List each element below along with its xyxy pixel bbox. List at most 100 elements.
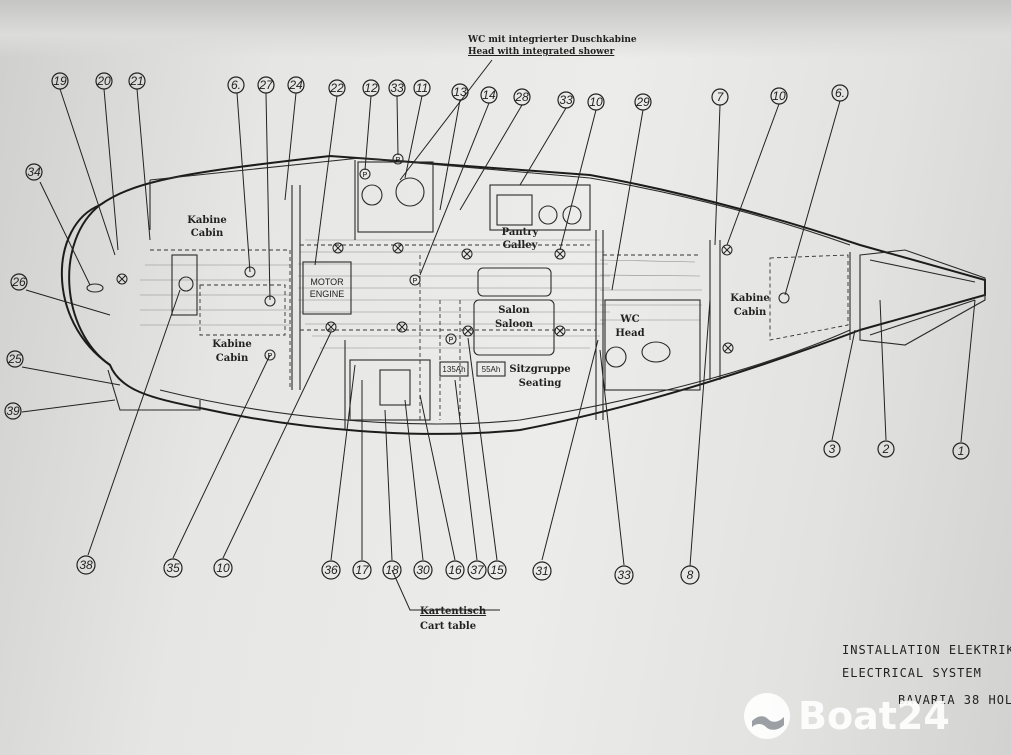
paper-fold-shadow: [0, 0, 1011, 58]
stove: [496, 194, 533, 226]
callout-31: 31: [532, 561, 552, 581]
svg-text:1: 1: [958, 444, 965, 458]
svg-text:31: 31: [535, 564, 548, 578]
callouts-bottom: 38 35 10 36 17 18 30 16 37 15 31 33 8: [76, 555, 700, 585]
label-battery-135: 135Ah: [442, 365, 465, 374]
svg-text:19: 19: [53, 74, 67, 88]
callout-10-fwd: 10: [770, 87, 788, 105]
callout-1: 1: [952, 442, 970, 460]
svg-text:10: 10: [772, 89, 786, 103]
label-kabine-fwd: Kabine: [730, 293, 770, 304]
battery-55-box: [476, 361, 506, 377]
stern-transom: [60, 204, 111, 366]
callout-26: 26: [10, 273, 28, 291]
cart-table-label: Cart table: [420, 621, 477, 632]
svg-text:25: 25: [7, 352, 22, 366]
label-cabin-fwd: Cabin: [734, 307, 767, 318]
callout-20: 20: [95, 72, 113, 90]
callout-27: 27: [257, 76, 275, 94]
svg-text:13: 13: [453, 85, 467, 99]
label-head: Head: [615, 328, 644, 339]
boat24-watermark-text: Boat24: [798, 694, 950, 738]
galley-sink-1: [538, 205, 558, 225]
leader-lines-sides: [21, 181, 976, 443]
svg-text:6.: 6.: [231, 78, 241, 92]
svg-text:22: 22: [329, 81, 344, 95]
svg-text:8: 8: [687, 568, 694, 582]
saloon-table-top: [477, 267, 552, 297]
galley-sink-2: [562, 205, 582, 225]
callouts-left: 34 26 25 39: [4, 163, 43, 420]
label-kabine-aft-bottom: Kabine: [212, 339, 252, 350]
saloon-table: [473, 299, 555, 356]
svg-text:15: 15: [490, 563, 504, 577]
svg-text:24: 24: [288, 78, 303, 92]
label-engine: ENGINE: [310, 289, 345, 299]
title-line-3: BAVARIA 38 HOLID: [898, 693, 1011, 707]
transom-step: [107, 369, 201, 411]
callout-36: 36: [321, 560, 341, 580]
svg-text:35: 35: [166, 561, 180, 575]
svg-text:26: 26: [11, 275, 26, 289]
galley-counter: [489, 184, 591, 231]
svg-text:2: 2: [882, 442, 890, 456]
callout-13: 13: [451, 83, 469, 101]
svg-text:33: 33: [617, 568, 631, 582]
svg-text:P: P: [363, 172, 368, 179]
toilet-aft: [361, 184, 383, 206]
callout-3: 3: [823, 440, 841, 458]
ceiling-lights: [116, 242, 734, 354]
svg-text:P: P: [268, 353, 273, 360]
svg-text:21: 21: [129, 74, 143, 88]
svg-text:17: 17: [355, 563, 370, 577]
callout-17: 17: [352, 560, 372, 580]
svg-text:39: 39: [6, 404, 20, 418]
svg-text:10: 10: [589, 95, 603, 109]
callout-11: 11: [413, 79, 431, 97]
forward-cabin-light: [778, 292, 790, 304]
svg-text:11: 11: [416, 81, 428, 95]
svg-text:28: 28: [514, 90, 529, 104]
head-note-english: Head with integrated shower: [468, 47, 615, 57]
callout-29: 29: [634, 93, 652, 111]
svg-text:34: 34: [27, 165, 41, 179]
callout-2: 2: [877, 440, 895, 458]
svg-text:37: 37: [470, 563, 485, 577]
shower-basin: [395, 177, 425, 207]
forward-cabin-berth: [769, 254, 849, 341]
callout-19: 19: [51, 72, 69, 90]
callout-6-aft: 6.: [227, 76, 245, 94]
svg-text:29: 29: [635, 95, 650, 109]
label-galley: Galley: [503, 240, 539, 251]
bow-pulpit: [859, 249, 986, 346]
floor-hatching: [140, 239, 702, 349]
title-line-1: INSTALLATION ELEKTRIK: [842, 643, 1011, 657]
leader-lines-top: [59, 59, 841, 301]
callouts-right: 3 2 1: [823, 440, 970, 460]
callout-39: 39: [4, 402, 22, 420]
label-pantry: Pantry: [502, 227, 540, 238]
svg-text:10: 10: [216, 561, 230, 575]
callouts-top: 19 20 21 6. 27 24 22 12 33 11 13 14 28 3…: [51, 72, 849, 111]
callout-30: 30: [413, 560, 433, 580]
svg-text:16: 16: [448, 563, 462, 577]
callout-15: 15: [487, 560, 507, 580]
callout-25: 25: [6, 350, 24, 368]
boat24-watermark: Boat24: [744, 690, 950, 742]
callout-18: 18: [382, 560, 402, 580]
callout-16: 16: [445, 560, 465, 580]
label-sitzgruppe: Sitzgruppe: [509, 364, 570, 375]
callout-7: 7: [711, 88, 729, 106]
forward-head: [604, 299, 701, 391]
callout-6-fwd: 6.: [831, 84, 849, 102]
steering-pedestal: [171, 254, 198, 316]
callout-35: 35: [163, 558, 183, 578]
callout-33-bottom: 33: [614, 565, 634, 585]
boat24-logo-icon: [744, 693, 790, 739]
callout-22: 22: [328, 79, 346, 97]
steering-wheel-hub: [178, 276, 194, 292]
callout-12: 12: [362, 79, 380, 97]
engine-box: [302, 261, 352, 315]
head-note-german: WC mit integrierter Duschkabine: [468, 35, 637, 45]
svg-text:33: 33: [390, 81, 404, 95]
